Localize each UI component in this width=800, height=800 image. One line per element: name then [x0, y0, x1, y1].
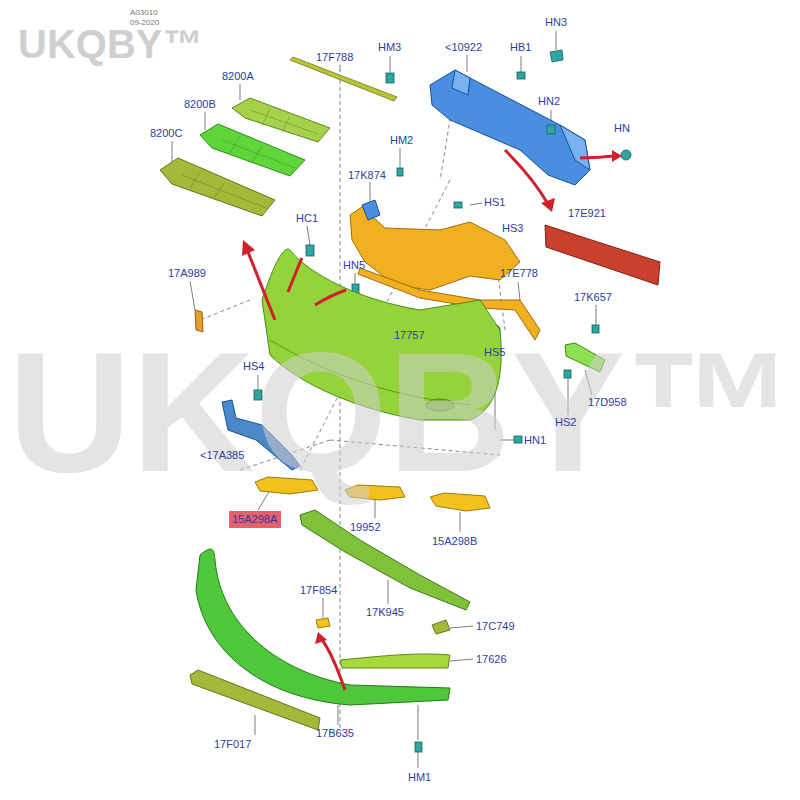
callout-number: HM2 — [390, 134, 413, 147]
callout-number: 8200B — [184, 98, 216, 111]
callout-number: 17F788 — [316, 51, 353, 64]
callout-number: 17E778 — [500, 267, 538, 280]
callout-number: HC1 — [296, 212, 318, 225]
callout-number: 17A989 — [168, 267, 206, 280]
callout-number: 17F017 — [214, 738, 251, 751]
callout-number: HN3 — [545, 16, 567, 29]
callout-number: HN1 — [524, 434, 546, 447]
callout-number: 17D958 — [588, 396, 627, 409]
callout-number: HS1 — [484, 196, 505, 209]
callout-number: 15A298A — [232, 513, 278, 526]
callout-number: <17A385 — [200, 449, 244, 462]
callout-number: 17C749 — [476, 620, 515, 633]
callout-number: HM3 — [378, 41, 401, 54]
callout-number: 17K874 — [348, 169, 386, 182]
drawing-number: A03010 — [130, 8, 158, 18]
highlighted-callout: 15A298A — [229, 511, 281, 528]
callout-number: HS2 — [555, 416, 576, 429]
callout-number: 17B635 — [316, 727, 354, 740]
callout-number: HN5 — [343, 259, 365, 272]
callout-number: 17626 — [476, 653, 507, 666]
callout-number: HN2 — [538, 95, 560, 108]
callout-number: 15A298B — [432, 535, 477, 548]
watermark: UKQBY™ — [8, 322, 796, 501]
callout-number: HN — [614, 122, 630, 135]
watermark: UKQBY™ — [18, 22, 202, 66]
callout-number: HS5 — [484, 346, 505, 359]
callout-number: 8200A — [222, 70, 254, 83]
callout-number: 17E921 — [568, 207, 606, 220]
callout-number: HS4 — [243, 360, 264, 373]
callout-number: <10922 — [445, 41, 482, 54]
callout-number: 8200C — [150, 127, 182, 140]
callout-number: HS3 — [502, 222, 523, 235]
callout-number: 17757 — [394, 329, 425, 342]
callout-number: HB1 — [510, 41, 531, 54]
callout-number: 17K657 — [574, 291, 612, 304]
callout-number: 19952 — [350, 521, 381, 534]
callout-number: 17K945 — [366, 606, 404, 619]
callout-number: 17F854 — [300, 584, 337, 597]
callout-number: HM1 — [408, 771, 431, 784]
